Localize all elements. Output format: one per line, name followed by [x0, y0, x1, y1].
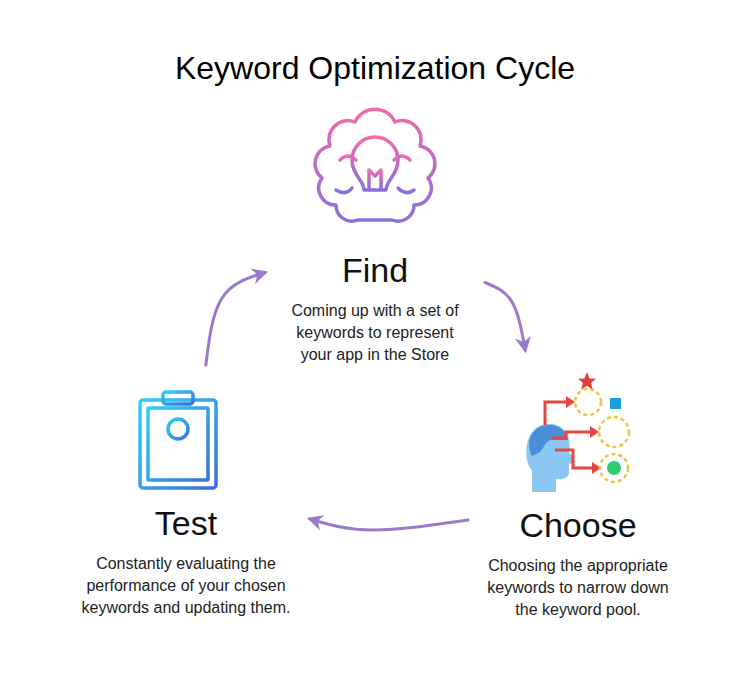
cycle-arrow: [485, 283, 525, 351]
brain-bulb-icon: [315, 109, 435, 221]
cycle-step: FindComing up with a set of keywords to …: [265, 130, 485, 380]
square-symbol: [610, 398, 621, 409]
diagram-title: Keyword Optimization Cycle: [0, 48, 750, 88]
clipboard-line: [168, 458, 200, 462]
bulb-filament: [369, 170, 381, 188]
star-symbol: [578, 372, 596, 390]
head-silhouette: [526, 424, 576, 492]
cycle-arrow: [206, 273, 265, 366]
clipboard-line: [168, 468, 200, 472]
cycle-step: TestConstantly evaluating the performanc…: [62, 365, 310, 640]
cycle-arrow: [310, 519, 468, 530]
step-description: Coming up with a set of keywords to repr…: [288, 300, 463, 366]
green-dot: [607, 461, 621, 475]
clipboard-icon: [140, 392, 216, 488]
clipboard-line: [156, 468, 162, 472]
clipboard-line: [156, 458, 162, 462]
clipboard-circle: [168, 419, 188, 439]
bulb-base: [366, 196, 384, 200]
step-description: Choosing the appropriate keywords to nar…: [486, 555, 671, 621]
clipboard-line: [168, 448, 200, 452]
arrow-tips: [566, 396, 601, 474]
branch-arrows: [545, 402, 592, 468]
clipboard-page: [148, 408, 208, 480]
decision-icon: [526, 372, 629, 492]
clipboard-board: [140, 400, 216, 488]
step-description: Constantly evaluating the performance of…: [79, 553, 294, 619]
step-heading: Test: [155, 503, 217, 543]
clipboard-clip: [163, 392, 193, 404]
cycle-step: ChooseChoosing the appropriate keywords …: [468, 350, 688, 620]
clipboard-line: [156, 448, 162, 452]
step-heading: Find: [342, 250, 408, 290]
step-heading: Choose: [519, 505, 636, 545]
brain-outline: [315, 109, 435, 221]
option-circles: [575, 389, 629, 482]
brain-fold: [336, 156, 414, 193]
bulb-base: [368, 204, 382, 208]
bulb-glass: [352, 137, 398, 190]
